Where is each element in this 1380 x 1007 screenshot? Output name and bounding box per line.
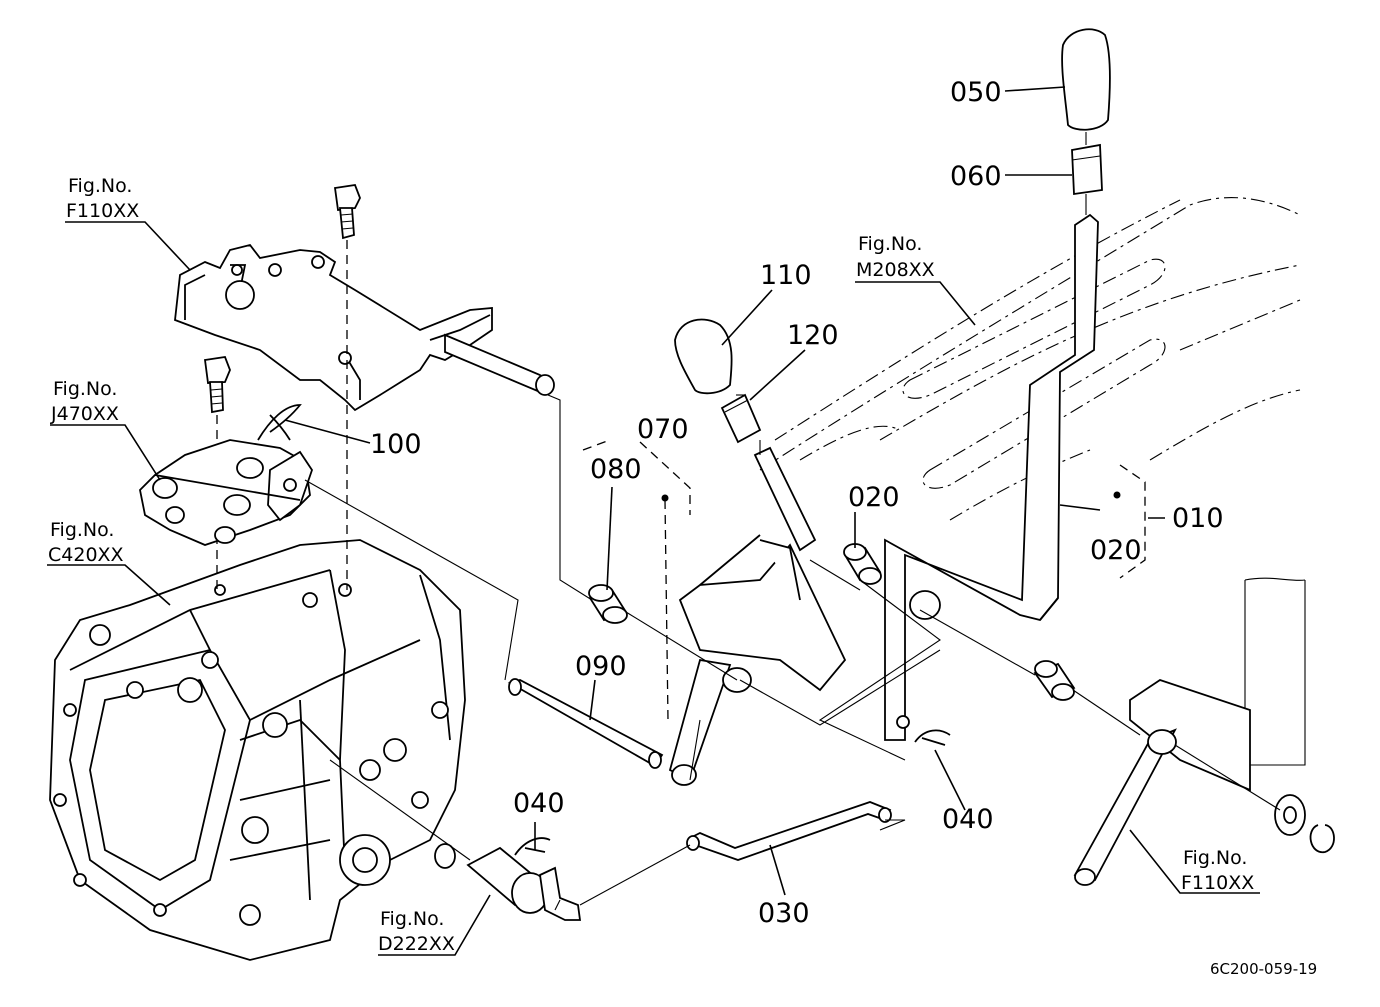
clip-040-left — [514, 837, 551, 856]
label-040-right: 040 — [942, 804, 994, 835]
figref-f110-top-line2: F110XX — [66, 200, 139, 222]
label-110: 110 — [760, 260, 812, 291]
rod-030 — [686, 801, 892, 861]
knob-110 — [674, 318, 733, 395]
drawing-code: 6C200-059-19 — [1210, 960, 1317, 978]
label-020-upper: 020 — [848, 482, 900, 513]
label-080: 080 — [590, 454, 642, 485]
valve-block — [139, 439, 313, 546]
label-030: 030 — [758, 898, 810, 929]
knob-050 — [1061, 28, 1111, 131]
figref-f110-top-line1: Fig.No. — [68, 175, 132, 197]
assembly-lines — [304, 132, 1281, 911]
figref-c420-line2: C420XX — [48, 544, 124, 566]
clip-100-b — [269, 414, 291, 441]
figref-m208-line2: M208XX — [856, 259, 935, 281]
bolt-upper — [333, 184, 361, 240]
lower-arm-assembly — [1073, 679, 1335, 886]
label-070: 070 — [637, 414, 689, 445]
label-020-lower: 020 — [1090, 535, 1142, 566]
figref-d222-line1: Fig.No. — [380, 908, 444, 930]
rod-090 — [507, 678, 664, 769]
lever-010 — [884, 213, 1099, 741]
label-120: 120 — [787, 320, 839, 351]
upper-bracket — [174, 243, 555, 412]
group-dot-070 — [661, 494, 669, 502]
label-010: 010 — [1172, 503, 1224, 534]
group-dot-010 — [1113, 491, 1121, 499]
figref-c420-line1: Fig.No. — [50, 519, 114, 541]
group-bracket-010 — [1119, 464, 1146, 579]
group-bracket-070 — [582, 439, 691, 515]
insert-060 — [1071, 143, 1103, 196]
label-050: 050 — [950, 77, 1002, 108]
fender-platform-outline — [759, 197, 1306, 766]
part-number-labels: 050 060 110 120 100 070 080 020 010 020 … — [370, 77, 1224, 929]
label-040-left: 040 — [513, 788, 565, 819]
clip-040-right — [914, 729, 951, 746]
cylinder-d222 — [434, 843, 582, 921]
figref-j470-line1: Fig.No. — [53, 378, 117, 400]
figref-f110-bottom-line1: Fig.No. — [1183, 847, 1247, 869]
figure-references: Fig.No. F110XX Fig.No. J470XX Fig.No. C4… — [48, 175, 1254, 955]
label-060: 060 — [950, 161, 1002, 192]
bushing-020-lower — [1033, 660, 1076, 701]
label-100: 100 — [370, 429, 422, 460]
figref-m208-line1: Fig.No. — [858, 233, 922, 255]
bushing-020-upper — [843, 543, 882, 585]
figref-f110-bottom-line2: F110XX — [1181, 872, 1254, 894]
insert-120 — [720, 393, 762, 444]
leader-lines — [47, 86, 1260, 956]
label-090: 090 — [575, 651, 627, 682]
figref-d222-line2: D222XX — [378, 933, 455, 955]
bushing-080 — [588, 584, 628, 624]
transmission-case — [49, 539, 466, 961]
figref-j470-line2: J470XX — [50, 403, 119, 425]
bolt-lower — [203, 356, 231, 414]
lever-070 — [668, 446, 847, 786]
